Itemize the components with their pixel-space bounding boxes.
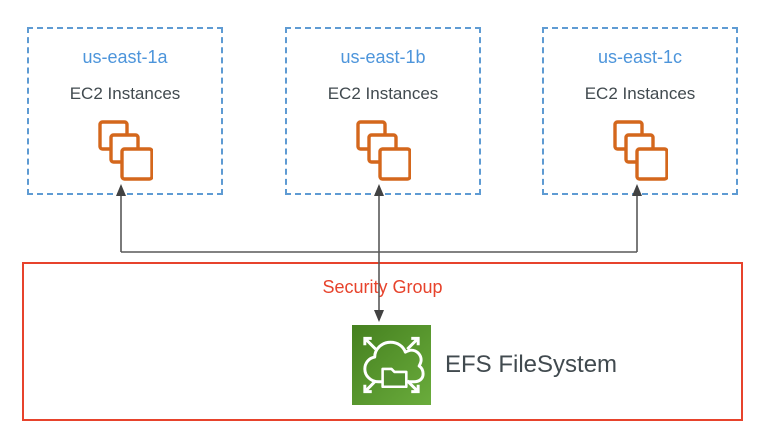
efs-filesystem-icon [352, 325, 431, 405]
availability-zone-label: us-east-1b [340, 47, 426, 67]
security-group-label: Security Group [322, 277, 443, 297]
ec2-instances-label: EC2 Instances [69, 84, 181, 103]
availability-zone-box-us-east-1b: us-east-1b EC2 Instances [285, 27, 481, 195]
ec2-instances-stack-icon [356, 120, 411, 181]
ec2-instances-label: EC2 Instances [584, 84, 696, 103]
availability-zone-box-us-east-1a: us-east-1a EC2 Instances [27, 27, 223, 195]
ec2-instances-label: EC2 Instances [327, 84, 439, 103]
efs-filesystem: EFS FileSystem [352, 325, 617, 405]
availability-zone-label: us-east-1a [82, 47, 168, 67]
security-group-box: Security Group [22, 262, 743, 421]
ec2-instances-stack-icon [613, 120, 668, 181]
ec2-instances-stack-icon [98, 120, 153, 181]
availability-zone-label: us-east-1c [597, 47, 683, 67]
efs-filesystem-label: EFS FileSystem [445, 351, 618, 378]
availability-zone-box-us-east-1c: us-east-1c EC2 Instances [542, 27, 738, 195]
